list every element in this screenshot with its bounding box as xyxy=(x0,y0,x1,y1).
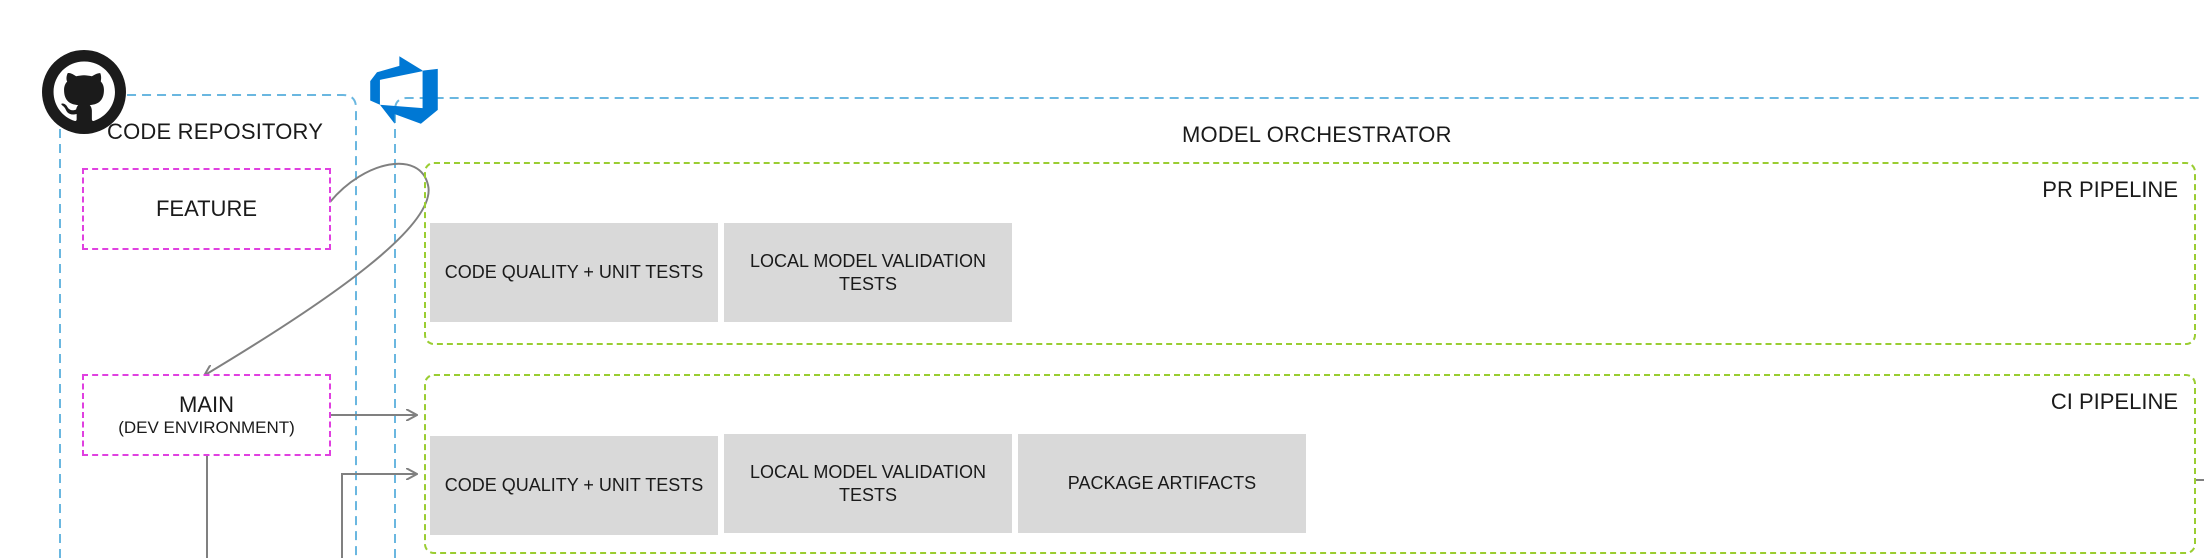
ci-stage-package-artifacts[interactable]: PACKAGE ARTIFACTS xyxy=(1018,434,1306,533)
main-branch-sublabel: (DEV ENVIRONMENT) xyxy=(118,418,295,437)
feature-branch-label: FEATURE xyxy=(155,196,258,221)
repository-title: CODE REPOSITORY xyxy=(107,119,324,144)
pr-pipeline-title: PR PIPELINE xyxy=(2042,177,2178,202)
azure-devops-icon xyxy=(366,52,442,128)
main-branch-label: MAIN xyxy=(179,392,234,417)
pr-stage-code-quality[interactable]: CODE QUALITY + UNIT TESTS xyxy=(430,223,718,322)
feature-branch[interactable]: FEATURE xyxy=(82,168,331,250)
orchestrator-container xyxy=(394,97,2204,558)
pr-pipeline xyxy=(424,162,2196,345)
ci-stage-code-quality[interactable]: CODE QUALITY + UNIT TESTS xyxy=(430,436,718,535)
github-icon xyxy=(42,50,126,134)
pr-stage-model-validation[interactable]: LOCAL MODEL VALIDATION TESTS xyxy=(724,223,1012,322)
main-branch[interactable]: MAIN (DEV ENVIRONMENT) xyxy=(82,374,331,456)
merge-arrow xyxy=(205,162,430,375)
return-arrow xyxy=(341,474,416,558)
orchestrator-title: MODEL ORCHESTRATOR xyxy=(1182,122,1452,147)
ci-pipeline-title: CI PIPELINE xyxy=(2050,389,2178,414)
ci-stage-model-validation[interactable]: LOCAL MODEL VALIDATION TESTS xyxy=(724,434,1012,533)
ci-pipeline xyxy=(424,374,2196,554)
